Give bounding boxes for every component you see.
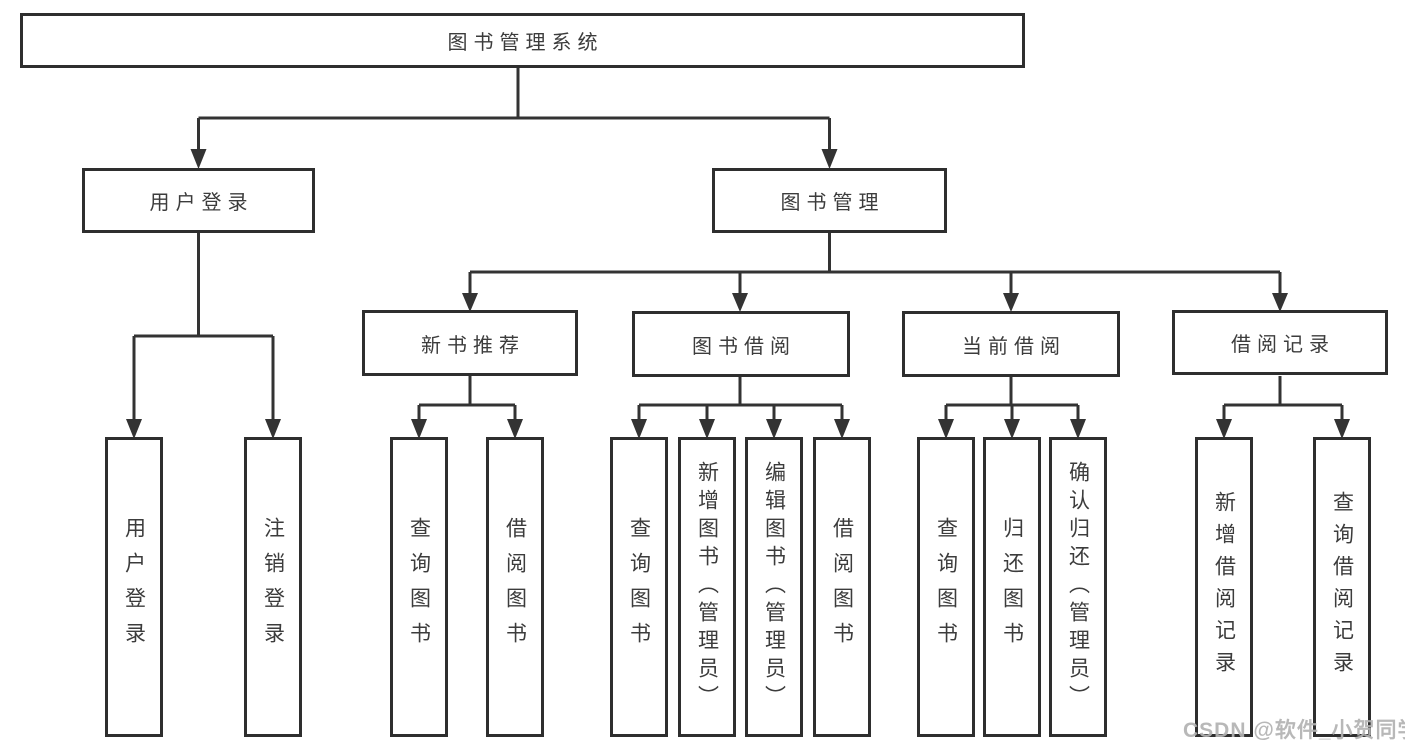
node-label: 图书管理系统 <box>447 32 604 54</box>
node-new-book-recommend: 新书推荐 <box>362 310 578 376</box>
leaf-label: 注销登录 <box>261 517 285 657</box>
leaf-label: 用户登录 <box>122 517 146 657</box>
connector-user-login <box>132 233 275 422</box>
node-current-borrow: 当前借阅 <box>902 311 1120 377</box>
leaf-label: 归还图书 <box>1000 517 1024 657</box>
leaf-label: 借阅图书 <box>830 517 854 657</box>
leaf-confirm-return-admin: 确认归还（管理员） <box>1049 437 1107 737</box>
node-label: 用户登录 <box>149 192 254 214</box>
connector-root <box>197 68 831 152</box>
leaf-label: 新增图书（管理员） <box>695 461 719 713</box>
connector-borrow-record <box>1222 376 1344 422</box>
arrowheads <box>126 149 1350 439</box>
leaf-query-books-2: 查询图书 <box>610 437 668 737</box>
arrowhead <box>190 149 207 169</box>
node-label: 图书管理 <box>780 192 885 214</box>
arrowhead <box>507 419 523 439</box>
arrowhead <box>411 419 427 439</box>
leaf-borrow-books-1: 借阅图书 <box>486 437 544 737</box>
node-book-management: 图书管理 <box>712 168 947 233</box>
leaf-label: 借阅图书 <box>503 517 527 657</box>
leaf-add-books-admin: 新增图书（管理员） <box>678 437 736 737</box>
arrowhead <box>1070 419 1086 439</box>
node-label: 图书借阅 <box>692 335 796 358</box>
leaf-borrow-books-2: 借阅图书 <box>813 437 871 737</box>
leaf-label: 查询图书 <box>407 517 431 657</box>
arrowhead <box>732 293 748 312</box>
arrowhead <box>834 419 850 439</box>
node-label: 当前借阅 <box>962 335 1066 358</box>
arrowhead <box>1216 419 1232 439</box>
arrowhead <box>1003 293 1019 312</box>
arrowhead <box>631 419 647 439</box>
arrowhead <box>821 149 838 169</box>
leaf-add-borrow-record: 新增借阅记录 <box>1195 437 1253 737</box>
arrowhead <box>766 419 782 439</box>
leaf-label: 编辑图书（管理员） <box>762 461 786 713</box>
leaf-return-books: 归还图书 <box>983 437 1041 737</box>
leaf-query-books-3: 查询图书 <box>917 437 975 737</box>
arrowhead <box>1272 293 1288 312</box>
leaf-user-login: 用户登录 <box>105 437 163 737</box>
leaf-label: 查询图书 <box>627 517 651 657</box>
leaf-query-borrow-record: 查询借阅记录 <box>1313 437 1371 737</box>
leaf-logout: 注销登录 <box>244 437 302 737</box>
arrowhead <box>699 419 715 439</box>
arrowhead <box>938 419 954 439</box>
leaf-label: 查询借阅记录 <box>1330 491 1354 683</box>
leaf-label: 新增借阅记录 <box>1212 491 1236 683</box>
arrowhead <box>1334 419 1350 439</box>
arrowhead <box>462 293 478 312</box>
node-user-login: 用户登录 <box>82 168 315 233</box>
node-book-borrow: 图书借阅 <box>632 311 850 377</box>
arrowhead <box>1004 419 1020 439</box>
csdn-watermark: CSDN @软件_小贺同学 <box>1183 719 1405 742</box>
node-label: 借阅记录 <box>1231 334 1335 356</box>
connector-book-borrow <box>637 377 844 422</box>
node-label: 新书推荐 <box>421 334 525 357</box>
connector-new-book <box>417 376 517 422</box>
connector-book-management <box>468 233 1282 296</box>
node-borrow-record: 借阅记录 <box>1172 310 1388 375</box>
leaf-edit-books-admin: 编辑图书（管理员） <box>745 437 803 737</box>
connector-current-borrow <box>944 377 1080 422</box>
leaf-query-books-1: 查询图书 <box>390 437 448 737</box>
arrowhead <box>265 419 281 439</box>
leaf-label: 确认归还（管理员） <box>1066 461 1090 713</box>
node-library-management-system: 图书管理系统 <box>20 13 1025 68</box>
leaf-label: 查询图书 <box>934 517 958 657</box>
arrowhead <box>126 419 142 439</box>
